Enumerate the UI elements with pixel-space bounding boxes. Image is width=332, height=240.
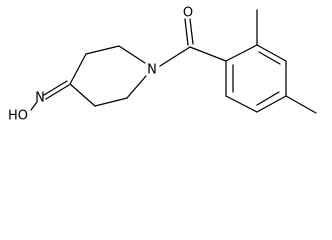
bond-para-methyl — [285, 95, 317, 114]
bond-n-carbonyl — [159, 46, 191, 67]
bond-c6-n — [126, 75, 147, 99]
bond-c4-n-oxime-1 — [45, 84, 70, 100]
ring-nitrogen-label: N — [147, 63, 157, 78]
piperidine-ring — [69, 45, 147, 107]
bond-c5-c6 — [94, 97, 128, 107]
oxime-hydroxyl-label: HO — [8, 109, 28, 124]
oxime-nitrogen-label: N — [35, 91, 45, 106]
bond-c4-c5 — [69, 83, 96, 107]
bond-c2-c3 — [85, 45, 120, 55]
bond-c3-c4 — [69, 53, 87, 85]
amide-linkage — [159, 18, 227, 67]
methyl-groups — [256, 9, 317, 114]
bond-c1-c2 — [225, 44, 258, 62]
bond-c4-c5 — [256, 95, 287, 113]
oxime-group — [30, 80, 70, 111]
benzene-ring — [225, 44, 287, 113]
carbonyl-oxygen-label: O — [183, 6, 193, 21]
chemical-structure: O N N HO — [8, 6, 317, 124]
bond-carbonyl-o-1 — [184, 18, 189, 46]
bond-c2-c3 — [256, 44, 287, 62]
bond-c5-c6 — [225, 95, 258, 113]
bond-carbonyl-aryl — [189, 46, 227, 62]
aromatic-inner-bond-2 — [256, 91, 280, 106]
aromatic-inner-bond-1 — [258, 51, 281, 65]
bond-carbonyl-o-2 — [189, 18, 194, 45]
bond-n-oxime-o — [30, 101, 38, 111]
bond-n-c2 — [118, 45, 146, 64]
atom-labels: O N N HO — [8, 6, 193, 124]
bond-c4-n-oxime-2 — [43, 80, 68, 96]
